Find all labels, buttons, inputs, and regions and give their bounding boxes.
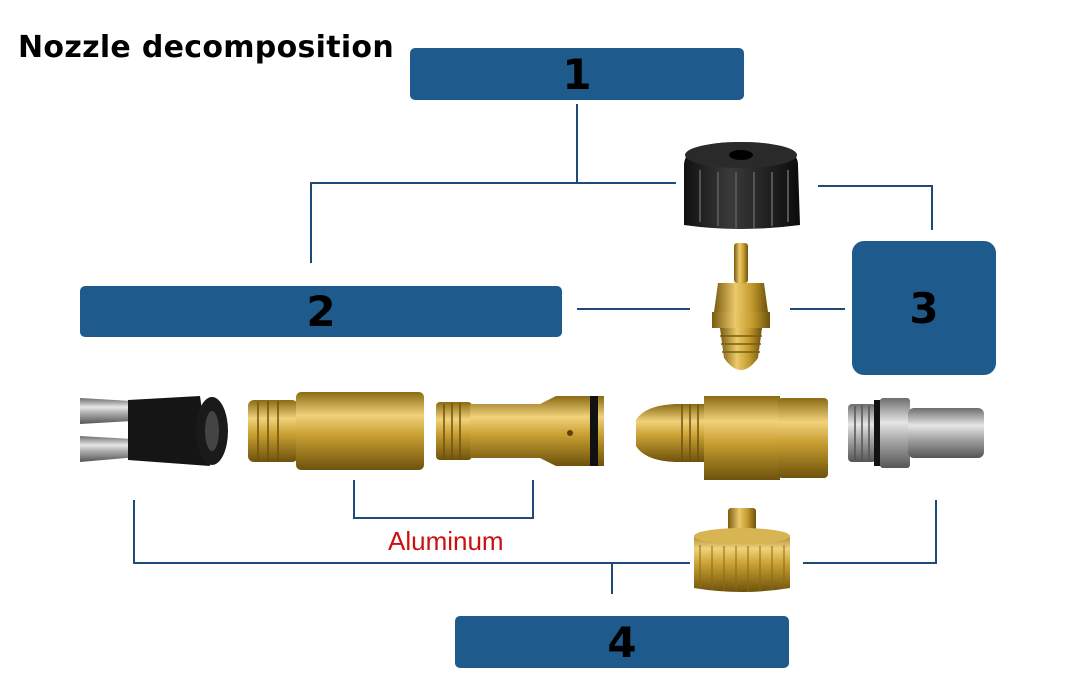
label-box-2: 2 [80,286,562,337]
aluminum-note: Aluminum [388,526,504,556]
label-number-3: 3 [909,283,939,333]
brass-nozzle-icon [712,243,770,370]
brass-cylinder-icon [248,392,424,470]
quick-connector-icon [848,398,984,468]
label-number-1: 1 [562,49,592,99]
label-number-2: 2 [306,287,336,336]
label-box-4: 4 [455,616,789,668]
label-box-3: 3 [852,241,996,375]
label-number-4: 4 [607,617,637,667]
foam-lance-icon [80,396,228,466]
brass-body-icon [636,396,828,480]
diagram-title: Nozzle decomposition [18,30,395,65]
black-cap-icon [684,142,800,229]
aluminum-tube-icon [436,396,604,466]
connector-lines [133,104,937,594]
brass-adapter-icon [694,508,790,592]
label-box-1: 1 [410,48,744,100]
